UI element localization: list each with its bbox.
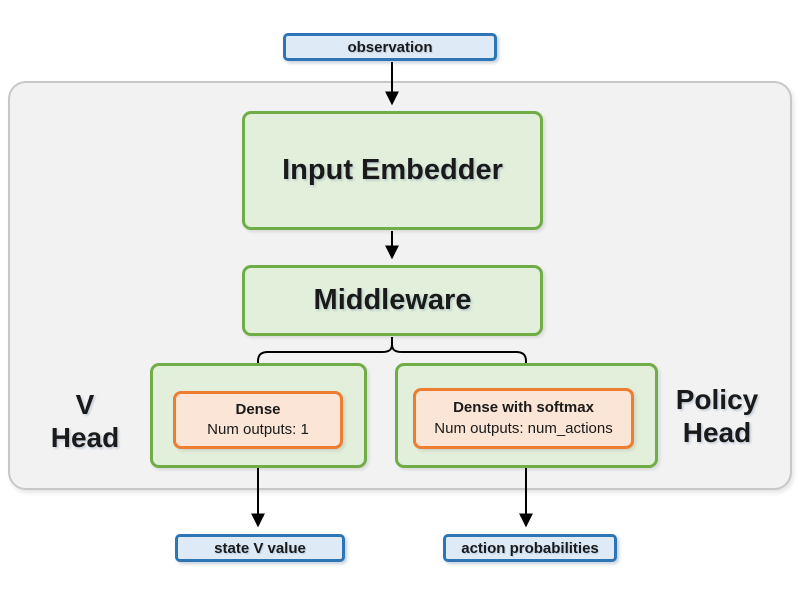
state-v-value-node: state V value xyxy=(175,534,345,562)
action-probabilities-label: action probabilities xyxy=(461,539,599,557)
v-head-title: V Head xyxy=(33,388,137,454)
action-probabilities-node: action probabilities xyxy=(443,534,617,562)
policy-head-title-line1: Policy xyxy=(675,384,759,415)
v-head-title-line1: V xyxy=(75,389,95,420)
state-v-value-label: state V value xyxy=(214,539,306,557)
observation-label: observation xyxy=(347,38,433,56)
policy-head-dense-title: Dense with softmax xyxy=(453,399,594,417)
v-head-dense-subtitle: Num outputs: 1 xyxy=(207,421,309,438)
policy-head-dense-layer: Dense with softmax Num outputs: num_acti… xyxy=(413,388,634,449)
middleware-node: Middleware xyxy=(242,265,543,336)
input-embedder-label: Input Embedder xyxy=(282,154,503,186)
input-embedder-node: Input Embedder xyxy=(242,111,543,230)
middleware-label: Middleware xyxy=(313,284,472,316)
policy-head-title: Policy Head xyxy=(658,383,776,449)
v-head-dense-layer: Dense Num outputs: 1 xyxy=(173,391,343,449)
observation-node: observation xyxy=(283,33,497,61)
v-head-dense-title: Dense xyxy=(235,400,281,418)
policy-head-dense-subtitle: Num outputs: num_actions xyxy=(434,419,613,437)
v-head-title-line2: Head xyxy=(50,422,120,454)
policy-head-title-line2: Head xyxy=(682,417,752,449)
